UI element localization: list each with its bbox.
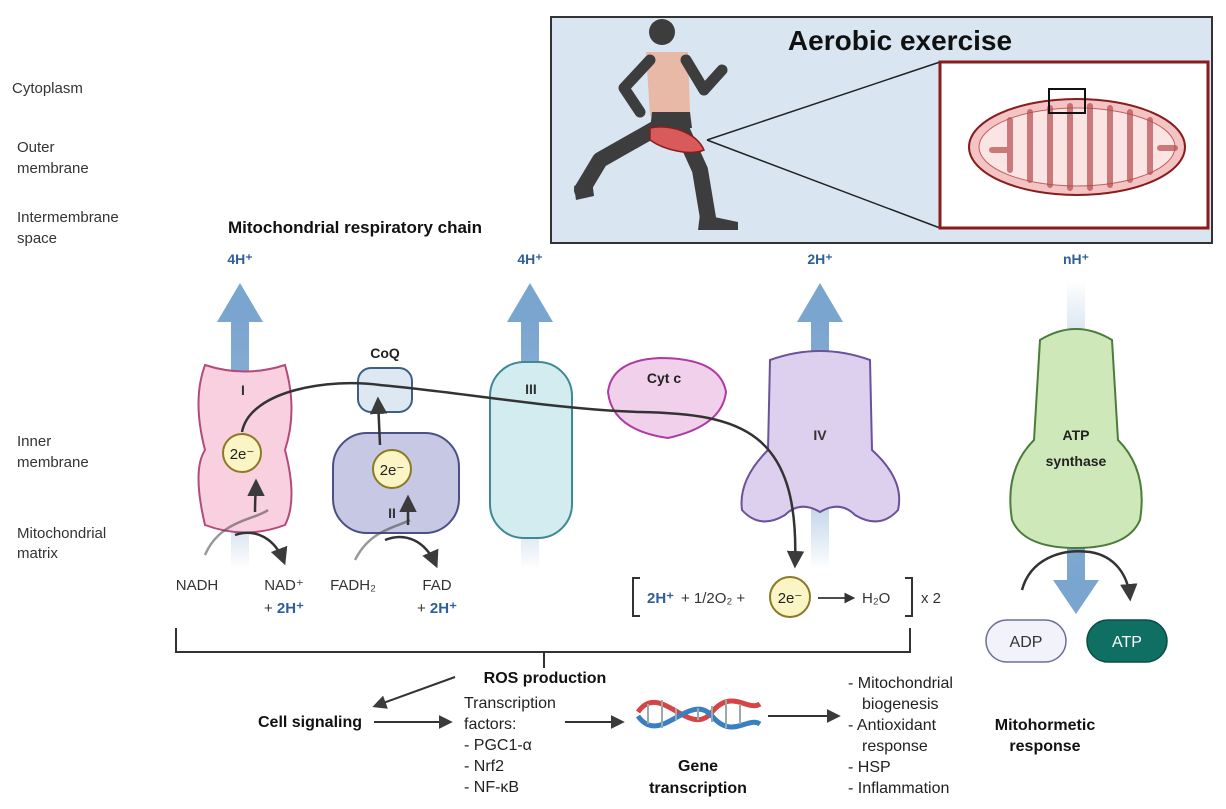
complex-III-label: III xyxy=(525,381,537,397)
intermembrane-label-2: space xyxy=(17,230,57,247)
outcome-1: - Mitochondrial xyxy=(848,675,953,692)
tf-label-2: factors: xyxy=(464,716,516,733)
runner-figure xyxy=(574,19,738,230)
zoom-line-bottom xyxy=(706,139,941,229)
svg-text:2e⁻: 2e⁻ xyxy=(778,590,803,607)
nadh-label: NADH xyxy=(176,577,219,594)
adp-to-atp-arrow xyxy=(1020,550,1138,602)
atp-pill xyxy=(1086,619,1168,663)
equation-oxygen: + 1/2O₂ + xyxy=(681,590,745,607)
svg-text:2e⁻: 2e⁻ xyxy=(230,446,255,463)
outer-membrane-label-2: membrane xyxy=(17,160,89,177)
tf-nfkb: - NF-κB xyxy=(464,779,519,796)
gene-transcription-label-1: Gene xyxy=(678,758,718,775)
equation-times: x 2 xyxy=(921,590,941,607)
aerobic-exercise-title: Aerobic exercise xyxy=(788,25,1012,56)
nadh-curve-in xyxy=(203,508,269,556)
cytochrome-c xyxy=(606,356,728,440)
inner-membrane-label-2: membrane xyxy=(17,454,89,471)
atp-synthase xyxy=(1009,328,1143,550)
svg-text:2e⁻: 2e⁻ xyxy=(380,462,405,479)
outcome-3: - HSP xyxy=(848,759,891,776)
gene-transcription-label-2: transcription xyxy=(649,780,747,797)
ros-to-signaling-arrow xyxy=(372,676,456,709)
adp-label: ADP xyxy=(1010,634,1043,651)
proton-label-complex-III: 4H⁺ xyxy=(517,251,542,267)
equation-bracket-right xyxy=(905,577,913,617)
proton-label-complex-IV: 2H⁺ xyxy=(807,251,832,267)
outcome-1b: biogenesis xyxy=(862,696,939,713)
atp-synthase-label-2: synthase xyxy=(1046,453,1107,469)
equation-bracket-left xyxy=(632,577,640,617)
matrix-label: Mitochondrial xyxy=(17,525,106,542)
complex-I-label: I xyxy=(241,382,245,398)
outcome-4: - Inflammation xyxy=(848,780,949,797)
nad-hydrogen-label: + 2H⁺ xyxy=(264,600,304,617)
tf-pgc1a: - PGC1-α xyxy=(464,737,532,754)
nadh-to-electrons-arrow xyxy=(247,478,265,513)
complex-II-label: II xyxy=(388,505,396,521)
coq-label: CoQ xyxy=(370,345,400,361)
outcome-2: - Antioxidant xyxy=(848,717,937,734)
outcome-2b: response xyxy=(862,738,928,755)
fad-label: FAD xyxy=(422,577,451,594)
nad-out-arrow xyxy=(234,531,288,566)
ros-production-label: ROS production xyxy=(484,670,607,687)
chain-title: Mitochondrial respiratory chain xyxy=(228,218,482,237)
dna-helix-icon xyxy=(635,698,762,730)
mitochondrion-icon xyxy=(968,88,1186,196)
zoom-line-top xyxy=(706,61,941,141)
equation-water: H₂O xyxy=(862,590,890,607)
cell-signaling-label: Cell signaling xyxy=(258,714,362,731)
mitohormetic-label-2: response xyxy=(1009,738,1080,755)
proton-label-complex-I: 4H⁺ xyxy=(227,251,252,267)
fad-hydrogen-label: + 2H⁺ xyxy=(417,600,457,617)
fadh2-label: FADH₂ xyxy=(330,577,376,594)
complex-II-to-coq-arrow xyxy=(369,396,388,446)
ros-bracket xyxy=(175,628,911,653)
tf-label-1: Transcription xyxy=(464,695,556,712)
atp-label: ATP xyxy=(1112,634,1142,651)
matrix-label-2: matrix xyxy=(17,545,58,562)
cytochrome-c-label: Cyt c xyxy=(647,370,681,386)
inner-membrane-label: Inner xyxy=(17,433,51,450)
nad-label: NAD⁺ xyxy=(264,577,304,594)
intermembrane-label: Intermembrane xyxy=(17,209,119,226)
atp-synthase-label: ATP xyxy=(1063,427,1090,443)
electrons-complex-II: 2e⁻ xyxy=(372,449,412,489)
fadh2-curve-in xyxy=(353,518,411,561)
mitohormetic-label-1: Mitohormetic xyxy=(995,717,1096,734)
electron-flow-arrow xyxy=(240,381,805,569)
fad-out-arrow xyxy=(384,535,439,569)
adp-pill xyxy=(985,619,1067,663)
outer-membrane-label: Outer xyxy=(17,139,55,156)
tf-nrf2: - Nrf2 xyxy=(464,758,504,775)
proton-label-atp-synthase: nH⁺ xyxy=(1063,251,1089,267)
complex-IV-label: IV xyxy=(813,427,827,443)
equation-protons: 2H⁺ xyxy=(647,590,674,607)
complex-IV xyxy=(740,350,901,523)
electrons-complex-I: 2e⁻ xyxy=(222,433,262,473)
cytoplasm-label: Cytoplasm xyxy=(12,80,83,97)
coq xyxy=(357,367,413,413)
electrons-oxygen: 2e⁻ xyxy=(769,576,811,618)
